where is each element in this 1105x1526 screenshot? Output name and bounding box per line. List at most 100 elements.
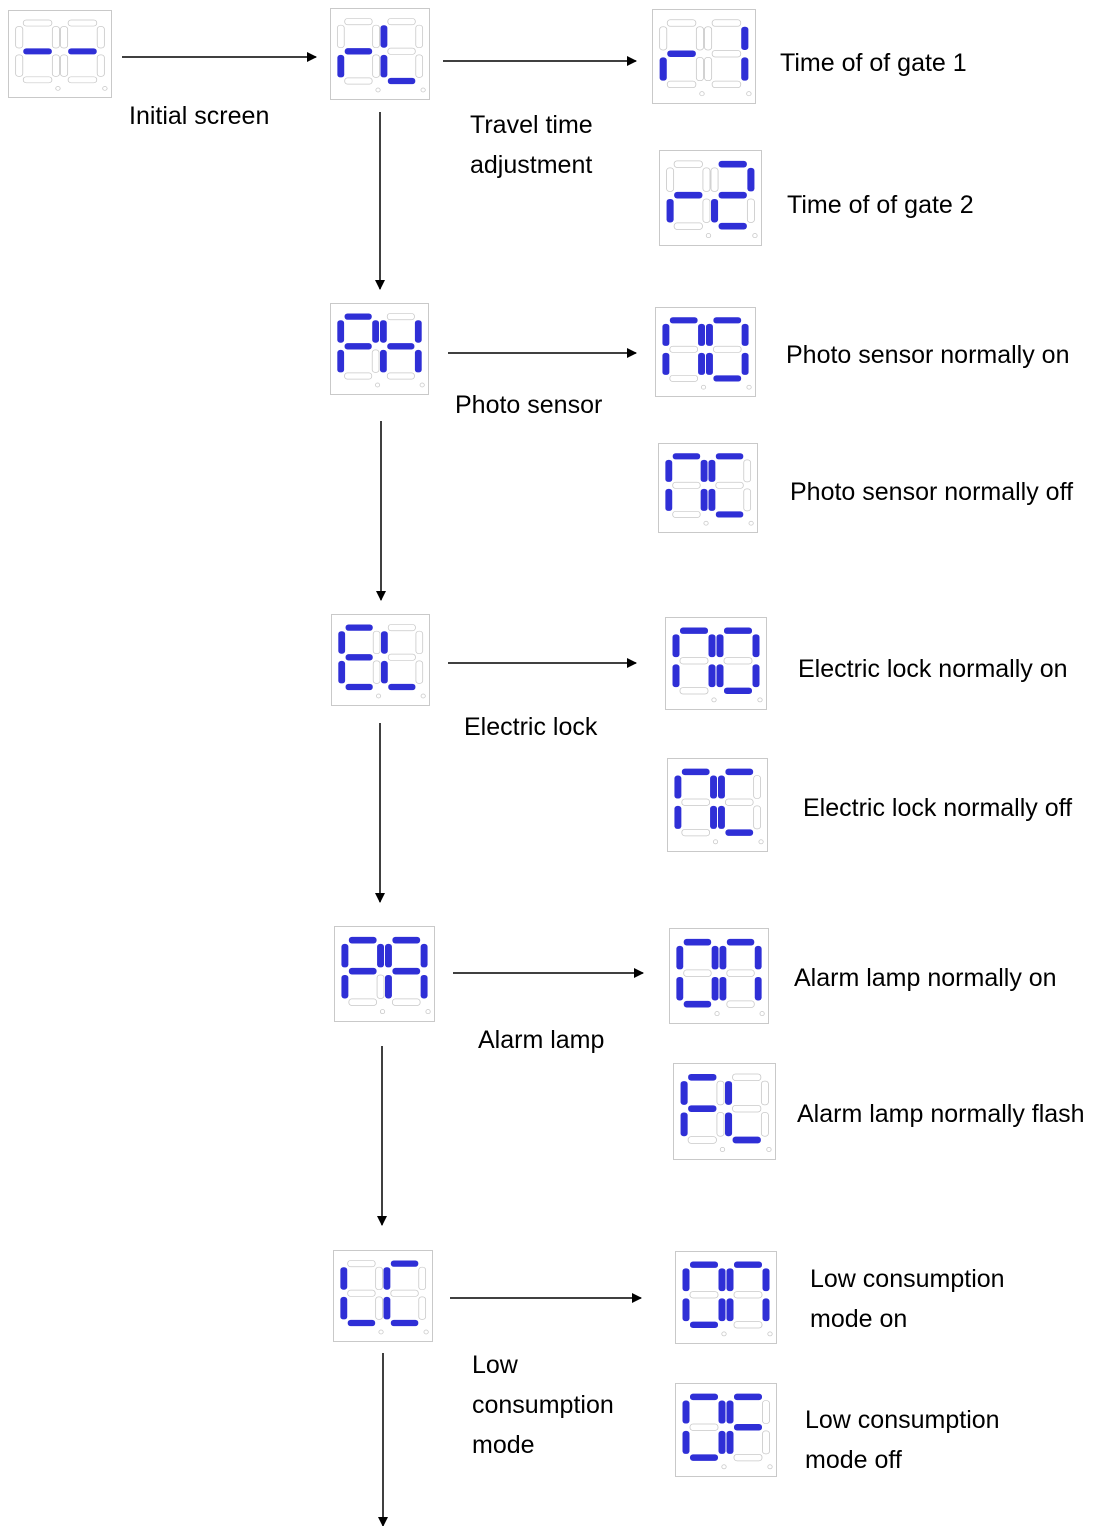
decimal-point — [746, 384, 752, 390]
segment-d-lit — [347, 1319, 376, 1327]
segment-d-lit — [388, 683, 416, 691]
segment-a-unlit — [387, 18, 416, 26]
segment-b-unlit — [375, 1266, 383, 1291]
segment-a-unlit — [347, 1260, 376, 1268]
label-alarm-flash: Alarm lamp normally flash — [797, 1100, 1085, 1128]
segment-g-unlit — [387, 47, 416, 55]
segment-g-unlit — [683, 969, 712, 977]
segment-g-unlit — [725, 798, 754, 806]
segment-f-lit — [380, 631, 388, 654]
segment-d-lit — [390, 1319, 419, 1327]
segment-c-unlit — [762, 1430, 770, 1455]
segment-b-lit — [710, 775, 718, 799]
segment-g-lit — [344, 48, 373, 55]
segment-a-unlit — [344, 18, 373, 26]
segment-b-unlit — [753, 775, 761, 799]
segment-f-lit — [726, 1400, 734, 1424]
decimal-point — [721, 1331, 727, 1337]
segment-f-unlit — [704, 26, 713, 51]
segment-c-unlit — [702, 198, 711, 223]
decimal-point — [376, 693, 382, 699]
segment-e-lit — [666, 198, 674, 223]
segment-f-unlit — [15, 26, 24, 49]
segment-b-lit — [718, 1268, 726, 1292]
display-elock-no — [665, 617, 767, 710]
label-line: Low consumption — [810, 1265, 1005, 1293]
segment-a-lit — [345, 624, 373, 631]
decimal-point — [378, 1329, 384, 1335]
segment-d-lit — [732, 1136, 761, 1144]
label-initial-screen: Initial screen — [129, 102, 270, 130]
segment-b-unlit — [372, 630, 381, 655]
segment-g-unlit — [732, 1104, 762, 1113]
segment-f-lit — [341, 943, 349, 968]
segment-f-lit — [379, 320, 387, 343]
segment-a-lit — [726, 938, 755, 946]
label-elock-nc: Electric lock normally off — [803, 794, 1073, 822]
decimal-point — [102, 86, 108, 91]
segment-e-lit — [674, 805, 682, 829]
segment-b-lit — [754, 945, 762, 970]
segment-g-unlit — [689, 1423, 719, 1431]
decimal-point — [375, 382, 381, 388]
segment-d-unlit — [344, 372, 373, 380]
label-alarm-on: Alarm lamp normally on — [794, 964, 1057, 992]
segment-e-unlit — [704, 57, 713, 82]
segment-d-unlit — [673, 222, 703, 230]
segment-a-unlit — [711, 19, 742, 27]
segment-g-unlit — [689, 1291, 719, 1299]
segment-b-unlit — [760, 1080, 769, 1106]
segment-b-unlit — [762, 1400, 770, 1424]
segment-d-lit — [690, 1321, 718, 1328]
segment-d-unlit — [726, 1000, 755, 1008]
segment-e-lit — [340, 1296, 348, 1320]
segment-a-lit — [690, 1393, 718, 1401]
segment-d-lit — [725, 829, 754, 836]
segment-f-lit — [680, 1081, 688, 1105]
seven-segment-digits — [15, 19, 108, 91]
decimal-point — [714, 1011, 720, 1017]
segment-a-unlit — [666, 19, 697, 27]
display-photo-sensor — [330, 303, 429, 395]
segment-b-lit — [708, 634, 716, 658]
decimal-point — [767, 1331, 773, 1337]
segment-d-unlit — [687, 1136, 717, 1144]
seven-segment-digits — [338, 624, 426, 699]
decimal-point — [719, 1147, 726, 1152]
segment-g-unlit — [726, 969, 755, 977]
label-travel-time: Travel time adjustment — [470, 105, 593, 185]
segment-f-lit — [383, 1267, 391, 1290]
decimal-point — [420, 693, 426, 699]
segment-d-unlit — [669, 374, 698, 382]
segment-b-lit — [700, 459, 708, 482]
segment-c-unlit — [415, 54, 424, 78]
segment-g-unlit — [713, 345, 742, 353]
segment-f-lit — [717, 775, 725, 799]
segment-b-lit — [741, 26, 749, 50]
segment-a-lit — [734, 1393, 762, 1401]
decimal-point — [700, 384, 707, 390]
segment-g-lit — [718, 191, 747, 199]
display-alarm-flash — [673, 1063, 776, 1160]
segment-e-lit — [380, 54, 388, 78]
segment-c-lit — [752, 664, 760, 688]
segment-a-lit — [734, 1261, 762, 1268]
segment-c-unlit — [375, 1296, 383, 1320]
segment-e-lit — [659, 57, 667, 81]
segment-g-lit — [734, 1424, 762, 1431]
segment-g-unlit — [679, 657, 709, 665]
segment-e-lit — [337, 54, 345, 78]
segment-a-lit — [344, 313, 372, 320]
segment-a-lit — [715, 453, 744, 460]
segment-e-lit — [379, 349, 387, 373]
label-line: mode — [472, 1431, 535, 1459]
segment-e-lit — [338, 660, 346, 684]
display-electric-lock — [331, 614, 430, 706]
segment-g-unlit — [733, 1291, 763, 1299]
segment-a-unlit — [22, 19, 53, 27]
label-line: adjustment — [470, 151, 593, 179]
segment-f-lit — [665, 459, 673, 482]
segment-g-unlit — [347, 1289, 376, 1297]
display-low-consumption — [333, 1250, 433, 1342]
segment-a-lit — [725, 768, 754, 776]
